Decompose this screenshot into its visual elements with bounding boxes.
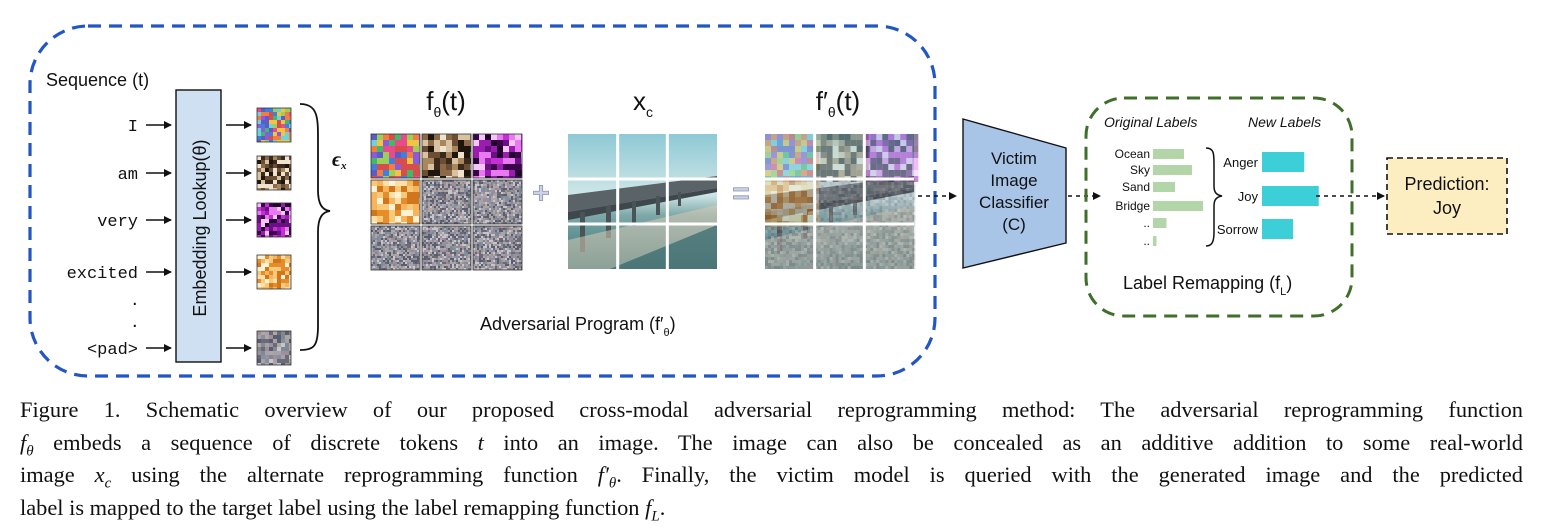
f-theta-tile-2-0 — [370, 225, 421, 271]
blend-tile-2-0 — [765, 224, 816, 269]
token-4: <pad> — [87, 341, 138, 360]
plus-sign: + — [532, 177, 550, 210]
remap-brace — [1205, 147, 1223, 247]
original-label-4: .. — [1143, 216, 1150, 230]
real-world-image-grid — [568, 134, 717, 269]
original-bar-1 — [1153, 165, 1192, 175]
blend-tile-1-0 — [765, 179, 819, 227]
f-theta-tile-1-0 — [370, 179, 421, 225]
new-bar-0 — [1262, 152, 1305, 172]
f-theta-tile-2-1 — [421, 225, 472, 271]
embedding-patch-0 — [256, 107, 292, 143]
embedding-patches — [226, 107, 292, 366]
classifier-line-2: Classifier — [979, 193, 1049, 212]
embedding-lookup-label: Embedding Lookup(θ) — [190, 139, 210, 316]
epsilon-label: ϵx — [332, 147, 347, 172]
caption-line-1: fθ embeds a sequence of discrete tokens … — [20, 429, 1523, 459]
f-theta-tile-0-1 — [421, 133, 472, 179]
f-theta-tile-2-2 — [472, 225, 523, 271]
prediction-title: Prediction: — [1404, 174, 1489, 194]
original-bar-3 — [1153, 201, 1203, 211]
token-ellipsis-1: . — [132, 288, 138, 310]
original-bar-0 — [1153, 149, 1184, 159]
f-theta-tile-1-2 — [472, 179, 523, 225]
blend-tile-2-1 — [814, 224, 866, 269]
prediction-box — [1386, 157, 1508, 235]
classifier-line-3: (C) — [1002, 215, 1026, 234]
token-0: I — [128, 118, 138, 137]
token-list: Iam very excited <pad> — [67, 118, 172, 360]
label-remapping-caption: Label Remapping (fL) — [1123, 273, 1292, 298]
blend-tile-0-2 — [864, 134, 919, 182]
embedding-patch-3 — [256, 254, 292, 290]
new-bar-2 — [1262, 219, 1294, 239]
adversarial-program-region — [28, 24, 937, 378]
reprogrammed-noise — [765, 134, 919, 269]
victim-classifier — [962, 118, 1067, 269]
prediction-value: Joy — [1433, 198, 1461, 218]
embedding-lookup-box — [175, 89, 222, 363]
original-bar-5 — [1153, 236, 1157, 246]
label-remapping-region — [1084, 96, 1354, 318]
original-label-3: Bridge — [1115, 199, 1150, 213]
new-label-1: Joy — [1238, 189, 1259, 204]
f-theta-image — [370, 133, 523, 271]
new-bar-1 — [1262, 186, 1319, 206]
embedding-patch-1 — [256, 155, 292, 191]
classifier-line-1: Image — [990, 171, 1037, 190]
original-label-0: Ocean — [1115, 147, 1150, 161]
original-labels-chart: OceanSkySandBridge.... — [1115, 147, 1203, 248]
blend-tile-0-1 — [814, 134, 869, 182]
blend-tile-1-2 — [864, 179, 916, 224]
blend-tile-2-2 — [864, 224, 916, 269]
real-world-image — [568, 134, 717, 269]
xc-title: xc — [633, 86, 653, 120]
diagram-canvas: Sequence (t) Iam very excited <pad> . . Emb… — [28, 24, 1508, 378]
blend-tile-1-1 — [814, 179, 866, 224]
new-label-0: Anger — [1223, 155, 1258, 170]
original-label-5: .. — [1143, 234, 1150, 248]
reprogrammed-image-grid — [765, 134, 914, 269]
new-label-2: Sorrow — [1217, 222, 1259, 237]
token-ellipsis-2: . — [132, 310, 138, 332]
original-labels-title: Original Labels — [1104, 114, 1197, 130]
original-label-1: Sky — [1130, 163, 1150, 177]
caption-line-0: Figure 1. Schematic overview of our prop… — [20, 397, 1523, 422]
f-theta-tile-1-1 — [421, 179, 472, 225]
embedding-brace — [299, 103, 331, 351]
figure-caption: Figure 1. Schematic overview of our prop… — [20, 394, 1523, 524]
blend-tile-0-0 — [765, 134, 819, 182]
original-label-2: Sand — [1122, 180, 1150, 194]
caption-line-3: label is mapped to the target label usin… — [20, 494, 666, 524]
adversarial-program-caption: Adversarial Program (f′θ) — [480, 314, 676, 339]
embedding-patch-2 — [256, 202, 292, 238]
f-theta-title: fθ(t) — [426, 86, 466, 120]
sequence-title: Sequence (t) — [46, 70, 149, 90]
caption-line-2: image xc using the alternate reprogrammi… — [20, 462, 1524, 492]
equals-sign: = — [732, 177, 750, 210]
token-3: excited — [67, 265, 138, 284]
classifier-line-0: Victim — [991, 149, 1037, 168]
new-labels-title: New Labels — [1248, 114, 1321, 130]
f-prime-title: f′θ(t) — [816, 86, 860, 120]
token-2: very — [97, 213, 138, 232]
f-theta-tile-0-2 — [472, 133, 523, 179]
f-theta-tile-0-0 — [370, 133, 421, 179]
original-bar-4 — [1153, 218, 1167, 228]
token-1: am — [118, 166, 138, 185]
embedding-patch-4 — [256, 330, 292, 366]
original-bar-2 — [1153, 182, 1175, 192]
